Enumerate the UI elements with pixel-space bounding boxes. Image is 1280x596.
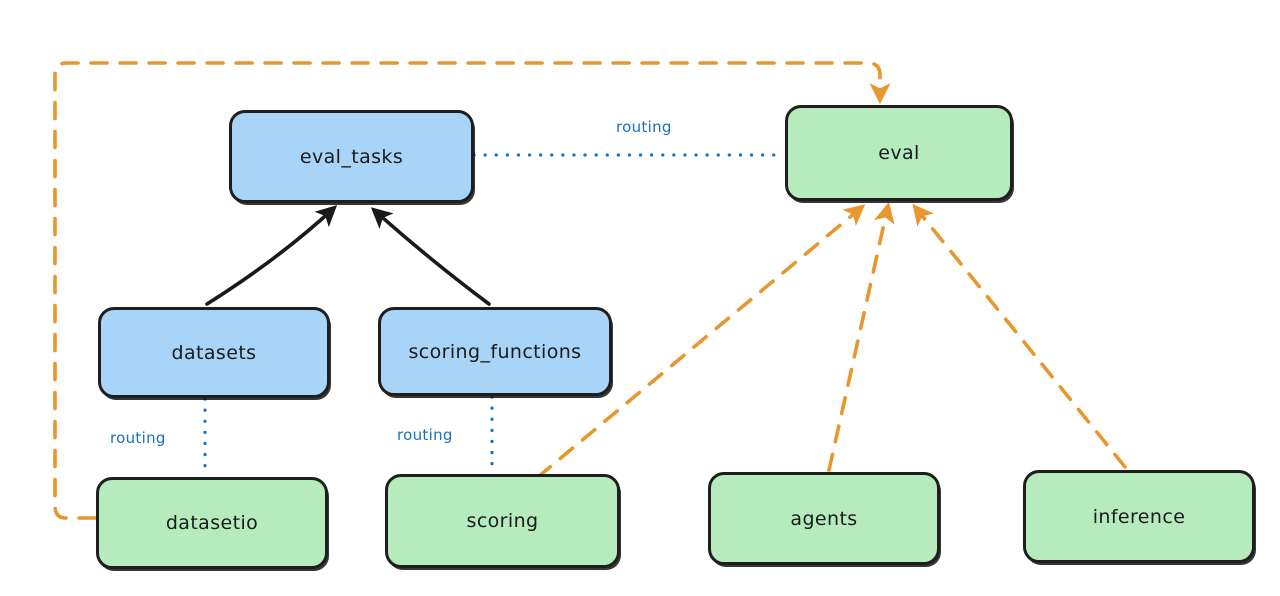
edge-datasetio-to-eval — [53, 61, 891, 520]
node-label: eval — [878, 142, 920, 164]
node-agents[interactable]: agents — [708, 472, 940, 565]
node-label: scoring_functions — [408, 340, 582, 363]
edge-label-routing-scoring-functions-scoring: routing — [397, 426, 453, 444]
edge-scoring-to-eval — [536, 204, 866, 479]
edge-agents-to-eval — [827, 201, 895, 472]
node-datasetio[interactable]: datasetio — [96, 477, 328, 569]
node-datasets[interactable]: datasets — [98, 307, 330, 398]
node-eval[interactable]: eval — [785, 105, 1013, 201]
node-inference[interactable]: inference — [1023, 470, 1255, 563]
node-scoring[interactable]: scoring — [385, 474, 620, 568]
node-label: agents — [790, 507, 858, 530]
node-label: inference — [1092, 505, 1186, 528]
edge-scoring_functions-to-eval_tasks — [370, 207, 491, 306]
edge-inference-to-eval — [912, 203, 1127, 469]
node-label: scoring — [466, 510, 539, 532]
node-scoring-functions[interactable]: scoring_functions — [378, 307, 612, 396]
edge-label-routing-eval-tasks-eval: routing — [616, 118, 672, 136]
node-label: eval_tasks — [299, 145, 404, 168]
edge-datasets-to-eval_tasks — [205, 205, 338, 306]
node-label: datasets — [171, 341, 257, 364]
edge-label-routing-datasets-datasetio: routing — [110, 429, 166, 447]
node-label: datasetio — [165, 512, 259, 534]
node-eval-tasks[interactable]: eval_tasks — [229, 110, 474, 203]
